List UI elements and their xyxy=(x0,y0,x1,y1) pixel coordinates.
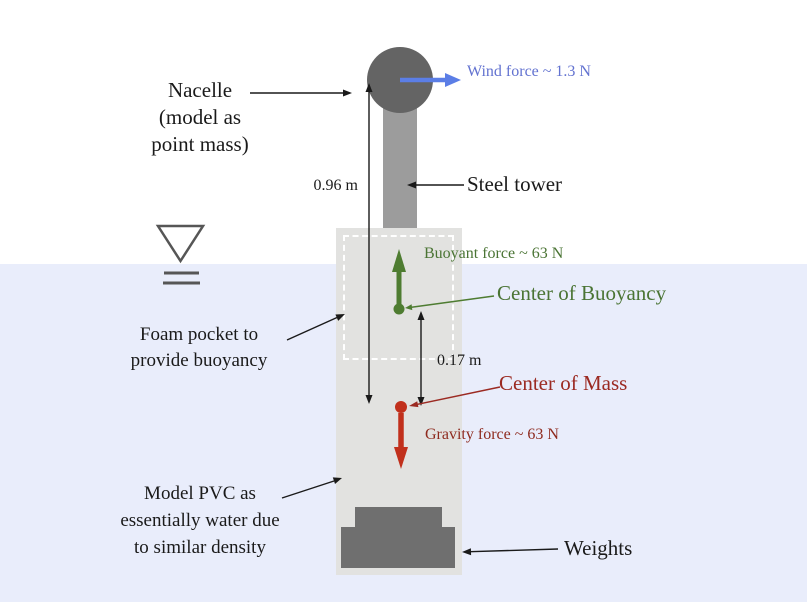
center-of-buoyancy-label: Center of Buoyancy xyxy=(497,281,667,305)
nacelle-circle xyxy=(367,47,433,113)
model-pvc-label: Model PVC as essentially water due to si… xyxy=(120,483,280,558)
dimension-096-label: 0.96 m xyxy=(313,177,358,194)
steel-tower xyxy=(383,96,417,228)
weights-label: Weights xyxy=(564,536,633,560)
foam-pocket-label: Foam pocket to provide buoyancy xyxy=(130,324,268,371)
weights-block-bottom xyxy=(341,527,455,568)
weights-block-top xyxy=(355,507,442,527)
nacelle-label: Nacelle (model as point mass) xyxy=(151,78,249,156)
dimension-017-label: 0.17 m xyxy=(437,352,482,369)
steel-tower-label: Steel tower xyxy=(467,172,563,196)
buoyant-force-label: Buoyant force ~ 63 N xyxy=(424,245,564,262)
center-of-mass-label: Center of Mass xyxy=(499,371,628,395)
wind-force-label: Wind force ~ 1.3 N xyxy=(467,63,591,80)
gravity-force-label: Gravity force ~ 63 N xyxy=(425,426,559,443)
